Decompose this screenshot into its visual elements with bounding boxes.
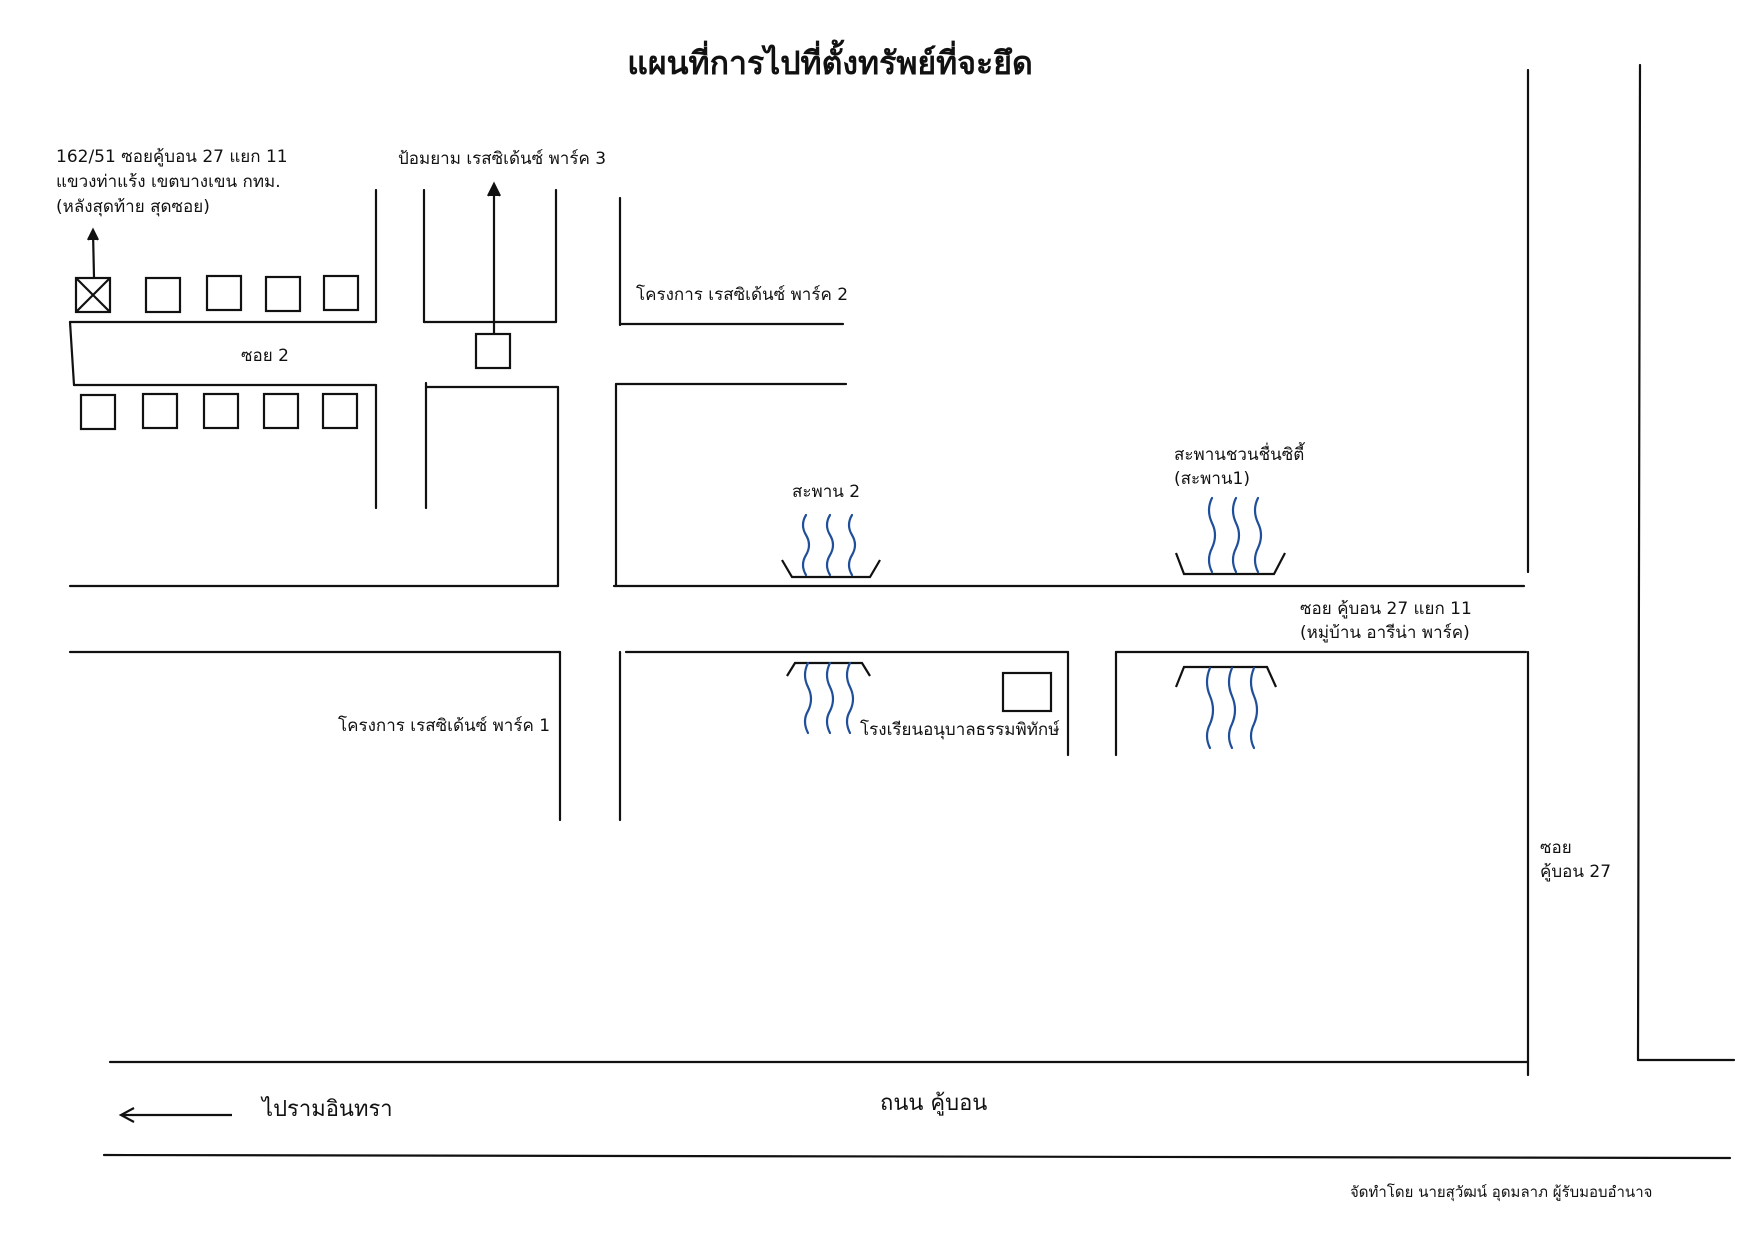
soi27-label-line2: คู้บอน 27 bbox=[1540, 862, 1612, 882]
school-icon bbox=[1001, 671, 1053, 713]
house-square-icon bbox=[144, 276, 182, 314]
page-title: แผนที่การไปที่ตั้งทรัพย์ที่จะยึด bbox=[627, 44, 1033, 82]
park1-label: โครงการ เรสซิเด้นซ์ พาร์ค 1 bbox=[338, 716, 551, 736]
water-wave bbox=[845, 661, 855, 735]
soi27-label-line1: ซอย bbox=[1540, 838, 1572, 858]
bridge-canal-icon bbox=[781, 559, 881, 579]
guard-post-label: ป้อมยาม เรสซิเด้นซ์ พาร์ค 3 bbox=[398, 149, 607, 169]
guard-post-icon bbox=[474, 332, 512, 370]
house-target-x-icon bbox=[74, 276, 112, 314]
water-wave bbox=[803, 661, 813, 735]
house-square-icon bbox=[205, 274, 243, 312]
water-wave bbox=[847, 513, 857, 577]
main-road-label: ถนน คู้บอน bbox=[880, 1091, 988, 1116]
bridge1-label-line2: (สะพาน1) bbox=[1174, 469, 1250, 489]
house-square-icon bbox=[141, 392, 179, 430]
bridge-canal-icon bbox=[786, 661, 871, 677]
house-square-icon bbox=[79, 393, 117, 431]
bridge2-label: สะพาน 2 bbox=[792, 482, 861, 502]
bridge-canal-icon bbox=[1174, 665, 1278, 688]
water-wave bbox=[1205, 666, 1215, 750]
arrow-up-icon bbox=[87, 227, 99, 278]
house-square-icon bbox=[202, 392, 240, 430]
water-wave bbox=[1249, 666, 1259, 750]
target-address-line1: 162/51 ซอยคู้บอน 27 แยก 11 bbox=[56, 147, 288, 167]
soi2-label: ซอย 2 bbox=[241, 346, 289, 366]
house-square-icon bbox=[322, 274, 360, 312]
water-wave bbox=[1231, 496, 1241, 574]
to-ramintra-label: ไปรามอินทรา bbox=[262, 1097, 393, 1122]
target-address-line3: (หลังสุดท้าย สุดซอย) bbox=[56, 197, 210, 217]
house-square-icon bbox=[264, 275, 302, 313]
target-address-line2: แขวงท่าแร้ง เขตบางเขน กทม. bbox=[56, 172, 281, 192]
arrow-up-icon bbox=[487, 181, 501, 334]
water-wave bbox=[825, 661, 835, 735]
main-soi-label-line1: ซอย คู้บอน 27 แยก 11 bbox=[1300, 599, 1472, 619]
soi27-right bbox=[1636, 63, 1642, 1062]
house-square-icon bbox=[321, 392, 359, 430]
arrow-left-icon bbox=[118, 1107, 232, 1123]
credit-label: จัดทำโดย นายสุวัฒน์ อุดมลาภ ผู้รับมอบอำน… bbox=[1350, 1183, 1653, 1201]
water-wave bbox=[1253, 496, 1263, 574]
water-wave bbox=[825, 513, 835, 577]
water-wave bbox=[1207, 496, 1217, 574]
kuubon-road-bottom bbox=[102, 1153, 1732, 1160]
bridge-canal-icon bbox=[1174, 552, 1286, 576]
bridge1-label-line1: สะพานชวนชื่นซิตี้ bbox=[1174, 445, 1305, 465]
main-soi-label-line2: (หมู่บ้าน อารีน่า พาร์ค) bbox=[1300, 623, 1470, 643]
school-label: โรงเรียนอนุบาลธรรมพิทักษ์ bbox=[860, 720, 1060, 740]
soi2-road-end bbox=[68, 320, 76, 387]
water-wave bbox=[801, 513, 811, 577]
house-square-icon bbox=[262, 392, 300, 430]
park2-label: โครงการ เรสซิเด้นซ์ พาร์ค 2 bbox=[636, 285, 849, 305]
water-wave bbox=[1227, 666, 1237, 750]
